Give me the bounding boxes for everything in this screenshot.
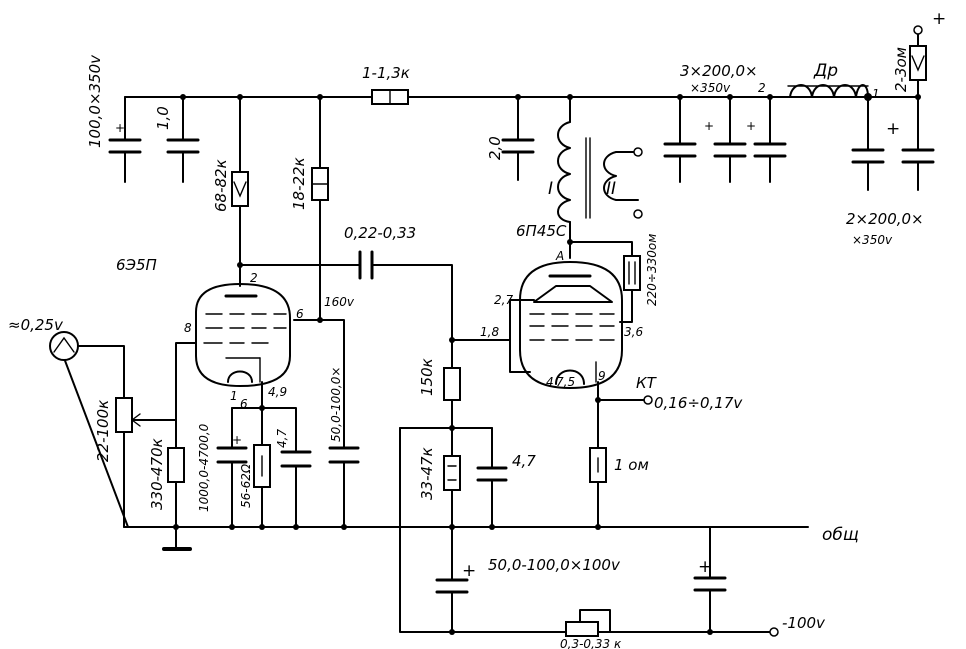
labels: 100,0×350v 1,0 + 68-82к 18-22к 1-1,3к 2,… <box>8 9 946 649</box>
label-cap-filter-1: 3×200,0× <box>680 62 758 80</box>
label-cap-1: 1,0 <box>154 106 172 130</box>
label-tr-w2: II <box>606 179 616 199</box>
label-plus-2: + <box>704 119 714 133</box>
label-plus-5: + <box>232 433 242 447</box>
label-p9: 9 <box>598 369 606 383</box>
label-p75: 7,5 <box>556 375 575 389</box>
label-r-33: 33-47к <box>418 447 436 500</box>
label-choke-pin-2: 2 <box>758 81 766 95</box>
label-cap-filter-2b: ×350v <box>852 233 893 247</box>
label-plus-top: + <box>932 9 946 29</box>
label-kt-v: 0,16÷0,17v <box>654 394 743 412</box>
wires <box>63 29 919 633</box>
label-p8: 8 <box>184 321 192 335</box>
label-cap-filter-1b: ×350v <box>690 81 731 95</box>
capacitor-symbols <box>108 138 935 594</box>
label-plus-6: + <box>462 561 476 581</box>
label-r-input: 2-3ом <box>892 47 910 92</box>
label-c-bias: 50,0-100,0×100v <box>488 556 621 574</box>
label-p18: 1,8 <box>480 325 499 339</box>
terminals <box>597 25 923 637</box>
label-plus-7: + <box>698 557 712 577</box>
label-r-load-1: 68-82к <box>212 159 230 212</box>
label-pot: 22-100к <box>94 400 112 462</box>
tube-6p45s <box>519 261 623 389</box>
label-ground: общ <box>822 525 859 545</box>
label-r-rail: 1-1,3к <box>362 64 410 82</box>
label-p27: 2,7 <box>494 293 513 307</box>
label-c-47a: 4,7 <box>275 429 289 448</box>
signal-source-icon <box>49 331 79 361</box>
label-kt: КТ <box>636 374 658 392</box>
label-tr-w1: I <box>548 179 553 199</box>
label-p36: 3,6 <box>624 325 643 339</box>
label-r-1ohm: 1 ом <box>614 456 649 474</box>
label-r-plate: 220÷330ом <box>645 234 659 306</box>
label-p49: 4,9 <box>268 385 287 399</box>
label-pA: A <box>555 249 564 263</box>
label-c-cath: 1000,0-4700,0 <box>197 423 211 512</box>
label-c-screen: 50,0-100,0× <box>329 367 343 442</box>
label-cap-in-rail: 100,0×350v <box>86 54 104 148</box>
label-choke: Др <box>813 61 838 81</box>
label-p2: 2 <box>250 271 258 285</box>
label-neg-100: -100v <box>782 614 826 632</box>
label-p6b: 6 <box>240 397 248 411</box>
label-c-47b: 4,7 <box>512 452 536 470</box>
choke-and-transformer <box>557 84 869 223</box>
label-p16: 160v <box>324 295 355 309</box>
label-tube-in: 6Э5П <box>116 256 157 274</box>
label-choke-pin-1: 1 <box>872 87 880 101</box>
label-r-150: 150к <box>418 358 436 396</box>
label-plus-1: + <box>115 121 125 135</box>
label-p1: 1 <box>230 389 238 403</box>
junction-dots <box>173 93 921 635</box>
label-p4: 4 <box>546 375 554 389</box>
label-r-screen: 18-22к <box>290 157 308 210</box>
label-p6: 6 <box>296 307 304 321</box>
label-plus-3: + <box>746 119 756 133</box>
label-cap-filter-2: 2×200,0× <box>846 210 924 228</box>
label-plus-4: + <box>886 119 900 139</box>
tube-6e5p <box>195 283 291 387</box>
label-r-grid: 330-470к <box>148 438 166 510</box>
label-coupling: 0,22-0,33 <box>344 224 416 242</box>
label-tube-out: 6П45С <box>516 222 567 240</box>
label-r-bottom: 0,3-0,33 к <box>560 637 622 649</box>
label-input-v: ≈0,25v <box>8 316 64 334</box>
label-r-cath: 56-62Ω <box>239 463 253 508</box>
resistor-symbols <box>115 45 927 637</box>
label-cap-2: 2,0 <box>486 136 504 160</box>
